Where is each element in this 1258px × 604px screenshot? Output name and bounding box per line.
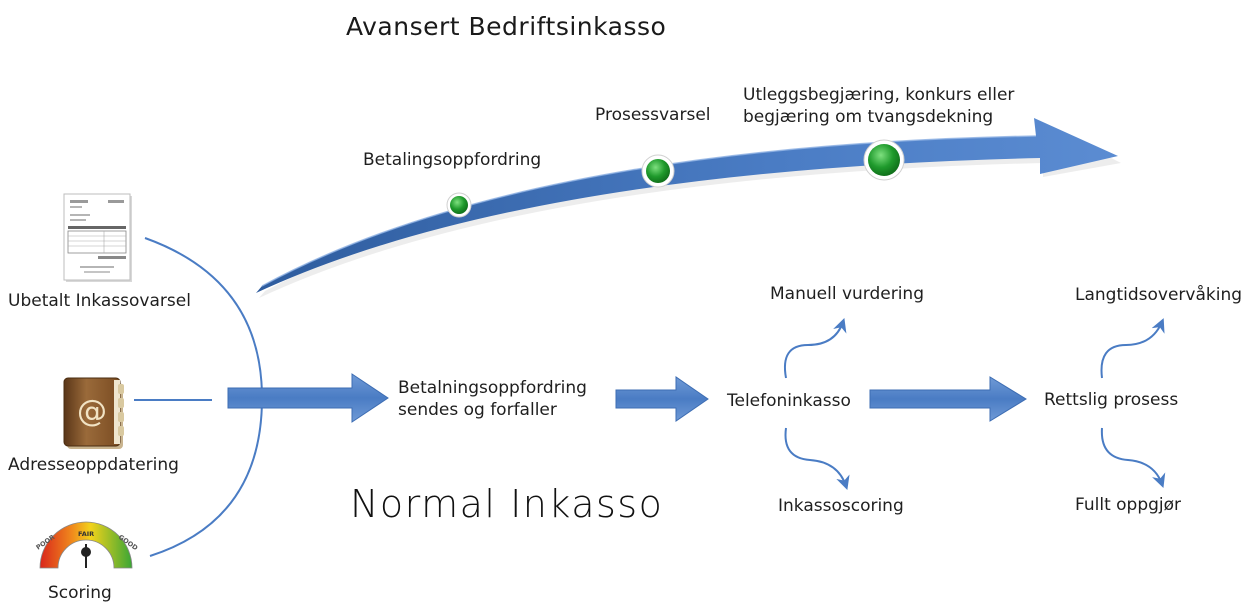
- input-label-invoice: Ubetalt Inkassovarsel: [8, 291, 191, 311]
- normal-arrow-1: [227, 373, 389, 423]
- branch-arrow-telefon-up: [784, 318, 847, 379]
- branch-arrow-rettslig-up: [1100, 318, 1165, 379]
- normal-arrow-2: [615, 376, 709, 422]
- input-label-address: Adresseoppdatering: [8, 455, 179, 475]
- credit-score-gauge-icon: POOR FAIR GOOD: [35, 521, 140, 569]
- normal-step-betalning-line1: Betalningsoppfordring: [398, 378, 587, 398]
- input-label-scoring: Scoring: [48, 583, 112, 603]
- branch-label-inkassoscoring: Inkassoscoring: [778, 496, 904, 516]
- invoice-document-icon: [63, 193, 132, 282]
- gauge-label-fair: FAIR: [78, 530, 94, 538]
- advanced-step-node-1: [446, 192, 472, 218]
- advanced-process-arrow: [256, 118, 1121, 298]
- advanced-step-node-2: [641, 154, 675, 188]
- branch-label-fullt-oppgjor: Fullt oppgjør: [1075, 495, 1182, 515]
- advanced-step-label-3-line1: Utleggsbegjæring, konkurs eller: [743, 85, 1015, 105]
- branch-arrow-telefon-down: [784, 427, 850, 490]
- normal-title: Normal Inkasso: [350, 482, 664, 526]
- advanced-step-label-1: Betalingsoppfordring: [363, 150, 542, 170]
- branch-label-manuell-vurdering: Manuell vurdering: [770, 284, 924, 304]
- normal-step-rettslig-prosess: Rettslig prosess: [1044, 390, 1179, 410]
- normal-step-betalning: Betalningsoppfordring sendes og forfalle…: [398, 377, 608, 421]
- normal-step-betalning-line2: sendes og forfaller: [398, 400, 557, 420]
- branch-label-langtidsovervaking: Langtidsovervåking: [1075, 285, 1243, 305]
- svg-text:@: @: [77, 394, 107, 429]
- advanced-step-label-3-line2: begjæring om tvangsdekning: [743, 107, 994, 127]
- normal-step-telefoninkasso: Telefoninkasso: [727, 391, 851, 411]
- normal-arrow-3: [869, 376, 1027, 422]
- branch-arrow-rettslig-down: [1100, 427, 1166, 488]
- advanced-step-node-3: [863, 139, 905, 181]
- advanced-step-label-2: Prosessvarsel: [595, 105, 711, 125]
- advanced-step-label-3: Utleggsbegjæring, konkurs eller begjærin…: [743, 84, 1043, 128]
- address-book-icon: @: [63, 377, 124, 449]
- advanced-title: Avansert Bedriftsinkasso: [346, 12, 667, 41]
